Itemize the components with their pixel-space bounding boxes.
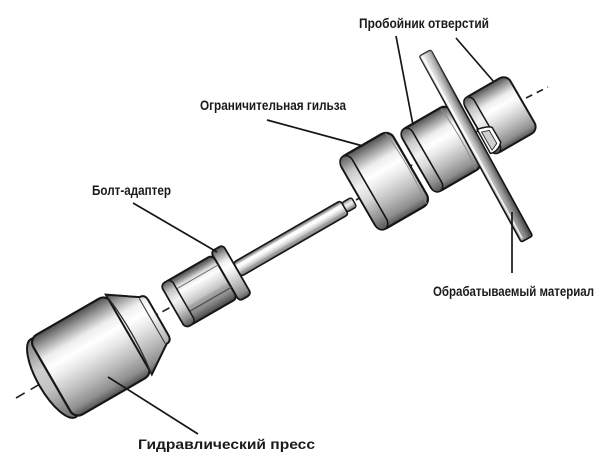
- workpiece-sheet-illustration: [419, 49, 533, 243]
- bolt-adapter-illustration: [161, 197, 357, 328]
- die-illustration: [463, 76, 537, 155]
- leader-press: [107, 376, 199, 435]
- adapter-hex-facet-bottom: [188, 286, 232, 313]
- press-nose: [104, 293, 171, 377]
- label-workpiece-material: Обрабатываемый материал: [433, 284, 594, 299]
- leader-punch-left: [395, 35, 414, 126]
- sleeve-back-edge-shade: [385, 132, 427, 205]
- die-notch-inner-face: [480, 129, 498, 152]
- labels: Пробойник отверстий Ограничительная гиль…: [92, 16, 594, 452]
- label-limit-sleeve: Ограничительная гильза: [200, 98, 346, 113]
- punch-face-band: [400, 127, 444, 193]
- press-tip-rim: [138, 298, 166, 344]
- leader-lines: [107, 35, 513, 435]
- adapter-face-band: [161, 279, 195, 328]
- leader-bolt-adapter: [132, 202, 218, 253]
- adapter-hex-facet-top: [175, 264, 219, 290]
- punch-back-edge-shade: [440, 108, 477, 170]
- label-bolt-adapter: Болт-адаптер: [92, 183, 171, 198]
- limit-sleeve-illustration: [339, 131, 430, 231]
- label-hydraulic-press: Гидравлический пресс: [138, 437, 316, 452]
- sheet-edge-highlight: [422, 57, 523, 239]
- adapter-rod-tip: [341, 197, 357, 213]
- axis-dash-right: [525, 86, 549, 99]
- label-hole-punch: Пробойник отверстий: [359, 16, 489, 31]
- adapter-rod-highlight: [236, 204, 342, 267]
- press-cone-junction: [105, 295, 152, 374]
- sheet-length-shading: [420, 50, 532, 242]
- sleeve-face-band: [339, 154, 389, 231]
- hydraulic-press-illustration: [26, 293, 171, 419]
- leader-punch-right: [455, 37, 495, 83]
- leader-sleeve: [266, 119, 364, 147]
- adapter-rod-shade-line: [240, 211, 346, 273]
